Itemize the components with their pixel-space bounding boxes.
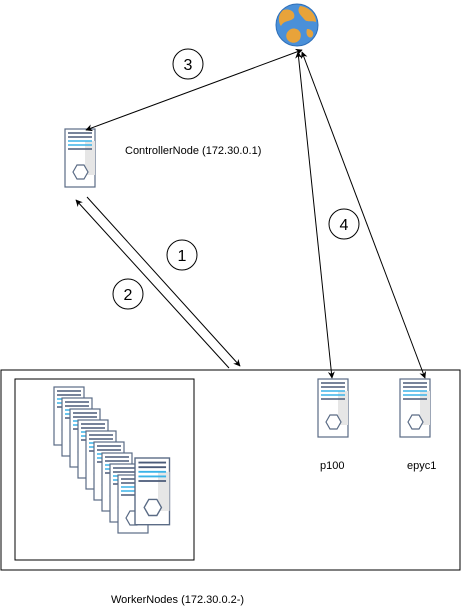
server-icon [134,457,171,526]
connector-controller-workers-b [86,196,241,367]
p100-node: p100 [317,378,349,472]
step-badge-3: 3 [172,48,204,80]
connections [75,48,427,379]
step-badge-1: 1 [166,239,198,271]
workers-label: WorkerNodes (172.30.0.2-) [111,594,244,606]
controller-label: ControllerNode (172.30.0.1) [125,145,261,157]
epyc1-node: epyc1 [399,378,436,472]
connector-globe-epyc1 [300,51,427,379]
step-badge-4: 4 [328,208,360,240]
svg-text:3: 3 [184,57,193,74]
server-icon [64,128,96,188]
svg-text:1: 1 [178,248,187,265]
server-icon [317,378,349,438]
connector-controller-workers-a [75,199,230,369]
step-badge-2: 2 [112,278,144,310]
worker-server-stack [53,386,171,534]
svg-text:2: 2 [124,287,133,304]
svg-text:4: 4 [340,217,349,234]
p100-label: p100 [320,460,344,472]
server-icon [399,378,431,438]
connector-globe-p100 [295,51,335,379]
controller-node: ControllerNode (172.30.0.1) [64,128,261,188]
worker-nodes-box [0,369,461,571]
epyc1-label: epyc1 [407,460,436,472]
globe-icon [275,3,319,47]
connector-globe-controller [85,48,303,132]
worker-cluster-box [14,378,195,561]
